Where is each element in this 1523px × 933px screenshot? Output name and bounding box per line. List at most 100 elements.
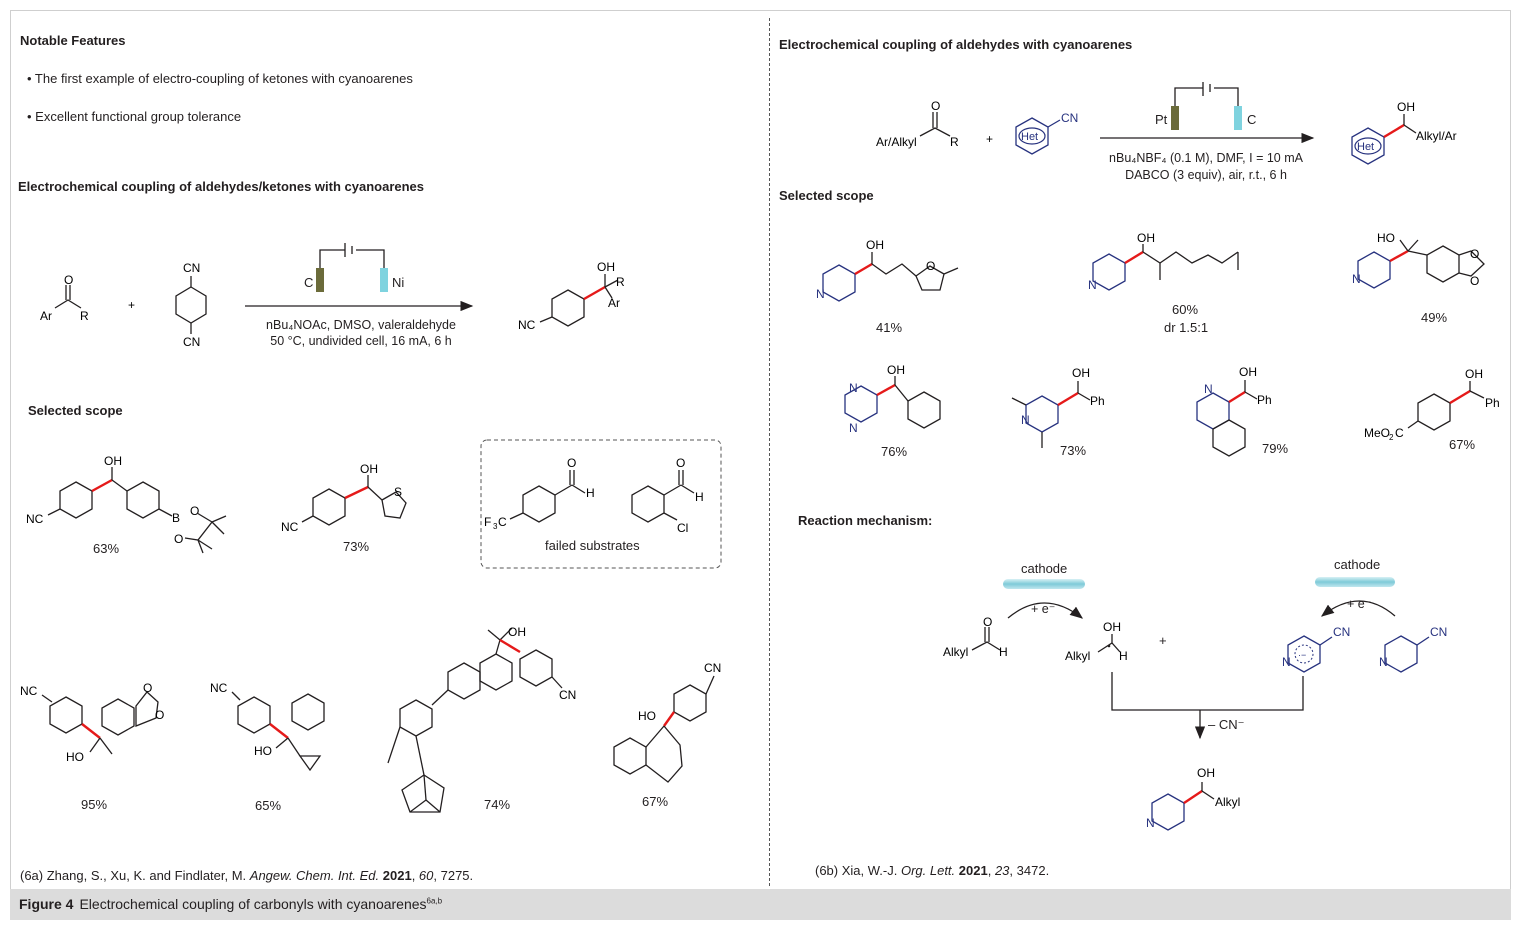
svg-text:CN: CN — [704, 661, 721, 675]
feature-bullet-2: • Excellent functional group tolerance — [27, 109, 242, 124]
svg-text:OH: OH — [1137, 231, 1155, 245]
svg-text:Ph: Ph — [1485, 396, 1500, 410]
right-conditions-2: DABCO (3 equiv), air, r.t., 6 h — [1125, 168, 1287, 182]
svg-text:H: H — [1119, 649, 1128, 663]
right-conditions-1: nBu₄NBF₄ (0.1 M), DMF, I = 10 mA — [1109, 151, 1303, 165]
plus-sign: + — [1159, 633, 1167, 648]
right-electrochem-cell — [1171, 82, 1242, 130]
svg-text:NC: NC — [210, 681, 228, 695]
svg-text:S: S — [394, 485, 402, 499]
left-product: NC OH R Ar — [518, 260, 625, 332]
svg-text:O: O — [64, 273, 73, 287]
svg-text:R: R — [950, 135, 959, 149]
caption-superscript: 6a,b — [426, 896, 443, 906]
svg-text:OH: OH — [597, 260, 615, 274]
right-section-title: Electrochemical coupling of aldehydes wi… — [779, 37, 1133, 52]
svg-text:Ar: Ar — [40, 309, 52, 323]
svg-text:O: O — [174, 532, 183, 546]
dr-label: dr 1.5:1 — [1164, 320, 1209, 335]
yield-label: 67% — [642, 794, 669, 809]
scope-lutidine-phenyl: N OH Ph — [1011, 366, 1105, 448]
svg-text:Het: Het — [1021, 131, 1038, 143]
svg-text:Alkyl/Ar: Alkyl/Ar — [1416, 129, 1457, 143]
svg-text:N: N — [1088, 278, 1097, 292]
svg-text:CN: CN — [183, 335, 200, 349]
electrode-c-label: C — [304, 275, 314, 290]
svg-text:Alkyl: Alkyl — [943, 645, 968, 659]
scope-citronellyl-pyridine: N OH — [1088, 231, 1239, 292]
svg-text:HO: HO — [1377, 231, 1395, 245]
het-nitrile-reactant: Het CN — [1015, 111, 1078, 155]
right-reference: (6b) Xia, W.-J. Org. Lett. 2021, 23, 347… — [815, 863, 1050, 878]
scope-benzodioxole-ketone: NC HO OO — [20, 681, 164, 764]
svg-text:Ar/Alkyl: Ar/Alkyl — [876, 135, 917, 149]
minus-cn-label: – CN⁻ — [1208, 717, 1245, 732]
svg-text:CN: CN — [183, 261, 200, 275]
scope-pyrazine-cyclohexyl: NN OH — [844, 363, 941, 435]
svg-text:Het: Het — [1357, 141, 1374, 153]
svg-text:O: O — [983, 615, 992, 629]
svg-text:OH: OH — [1197, 766, 1215, 780]
electron-label-1: + e⁻ — [1031, 602, 1056, 616]
yield-label: 79% — [1262, 441, 1289, 456]
svg-text:OH: OH — [1465, 367, 1483, 381]
svg-text:C: C — [498, 515, 507, 529]
svg-text:OH: OH — [1072, 366, 1090, 380]
svg-text:NC: NC — [518, 318, 536, 332]
svg-text:O: O — [1470, 274, 1479, 288]
yield-label: 67% — [1449, 437, 1476, 452]
svg-text:NC: NC — [281, 520, 299, 534]
cathode-label-1: cathode — [1021, 561, 1068, 576]
failed-substrates-label: failed substrates — [545, 538, 640, 553]
plus-sign-right: + — [986, 132, 993, 146]
electrode-pt-label: Pt — [1155, 112, 1168, 127]
svg-text:Cl: Cl — [677, 521, 688, 535]
scope-isoquinoline-phenyl: N OH Ph — [1196, 365, 1272, 457]
svg-text:O: O — [1470, 247, 1479, 261]
svg-text:NC: NC — [26, 512, 44, 526]
svg-text:OH: OH — [508, 625, 526, 639]
svg-text:R: R — [80, 309, 89, 323]
svg-text:CN: CN — [1430, 625, 1447, 639]
cathode-bars — [1003, 577, 1396, 619]
svg-text:CN: CN — [1333, 625, 1350, 639]
electrode-c-label-right: C — [1247, 112, 1257, 127]
svg-text:3: 3 — [493, 522, 498, 531]
yield-label: 49% — [1421, 310, 1448, 325]
mech-radical-anion: ·− N CN — [1282, 625, 1350, 673]
yield-label: 95% — [81, 797, 108, 812]
svg-text:H: H — [586, 486, 595, 500]
svg-text:Alkyl: Alkyl — [1065, 649, 1090, 663]
svg-text:CN: CN — [559, 688, 576, 702]
svg-text:O: O — [676, 456, 685, 470]
dicyanobenzene-reactant: CN CN — [175, 261, 207, 349]
scope-cyclopropyl: NC HO — [210, 681, 325, 772]
svg-text:CN: CN — [1061, 111, 1078, 125]
svg-text:Alkyl: Alkyl — [1215, 795, 1240, 809]
mech-coupling-lines — [1111, 672, 1304, 740]
svg-text:C: C — [1395, 426, 1404, 440]
svg-text:N: N — [1204, 382, 1213, 396]
svg-text:HO: HO — [254, 744, 272, 758]
scope-benzocycloheptene: CN HO — [613, 661, 721, 783]
yield-label: 60% — [1172, 302, 1199, 317]
svg-text:O: O — [155, 708, 164, 722]
yield-label: 74% — [484, 797, 511, 812]
svg-text:N: N — [1146, 816, 1155, 830]
yield-label: 73% — [343, 539, 370, 554]
svg-text:Ph: Ph — [1090, 394, 1105, 408]
svg-text:OH: OH — [1397, 100, 1415, 114]
svg-text:O: O — [143, 681, 152, 695]
svg-text:NC: NC — [20, 684, 38, 698]
scope-benzodioxole-pyridine: N HO OO — [1352, 231, 1485, 289]
left-reference: (6a) Zhang, S., Xu, K. and Findlater, M.… — [20, 868, 474, 883]
svg-text:·−: ·− — [1298, 650, 1306, 660]
mechanism-title: Reaction mechanism: — [798, 513, 933, 528]
svg-text:N: N — [1352, 272, 1361, 286]
yield-label: 73% — [1060, 443, 1087, 458]
